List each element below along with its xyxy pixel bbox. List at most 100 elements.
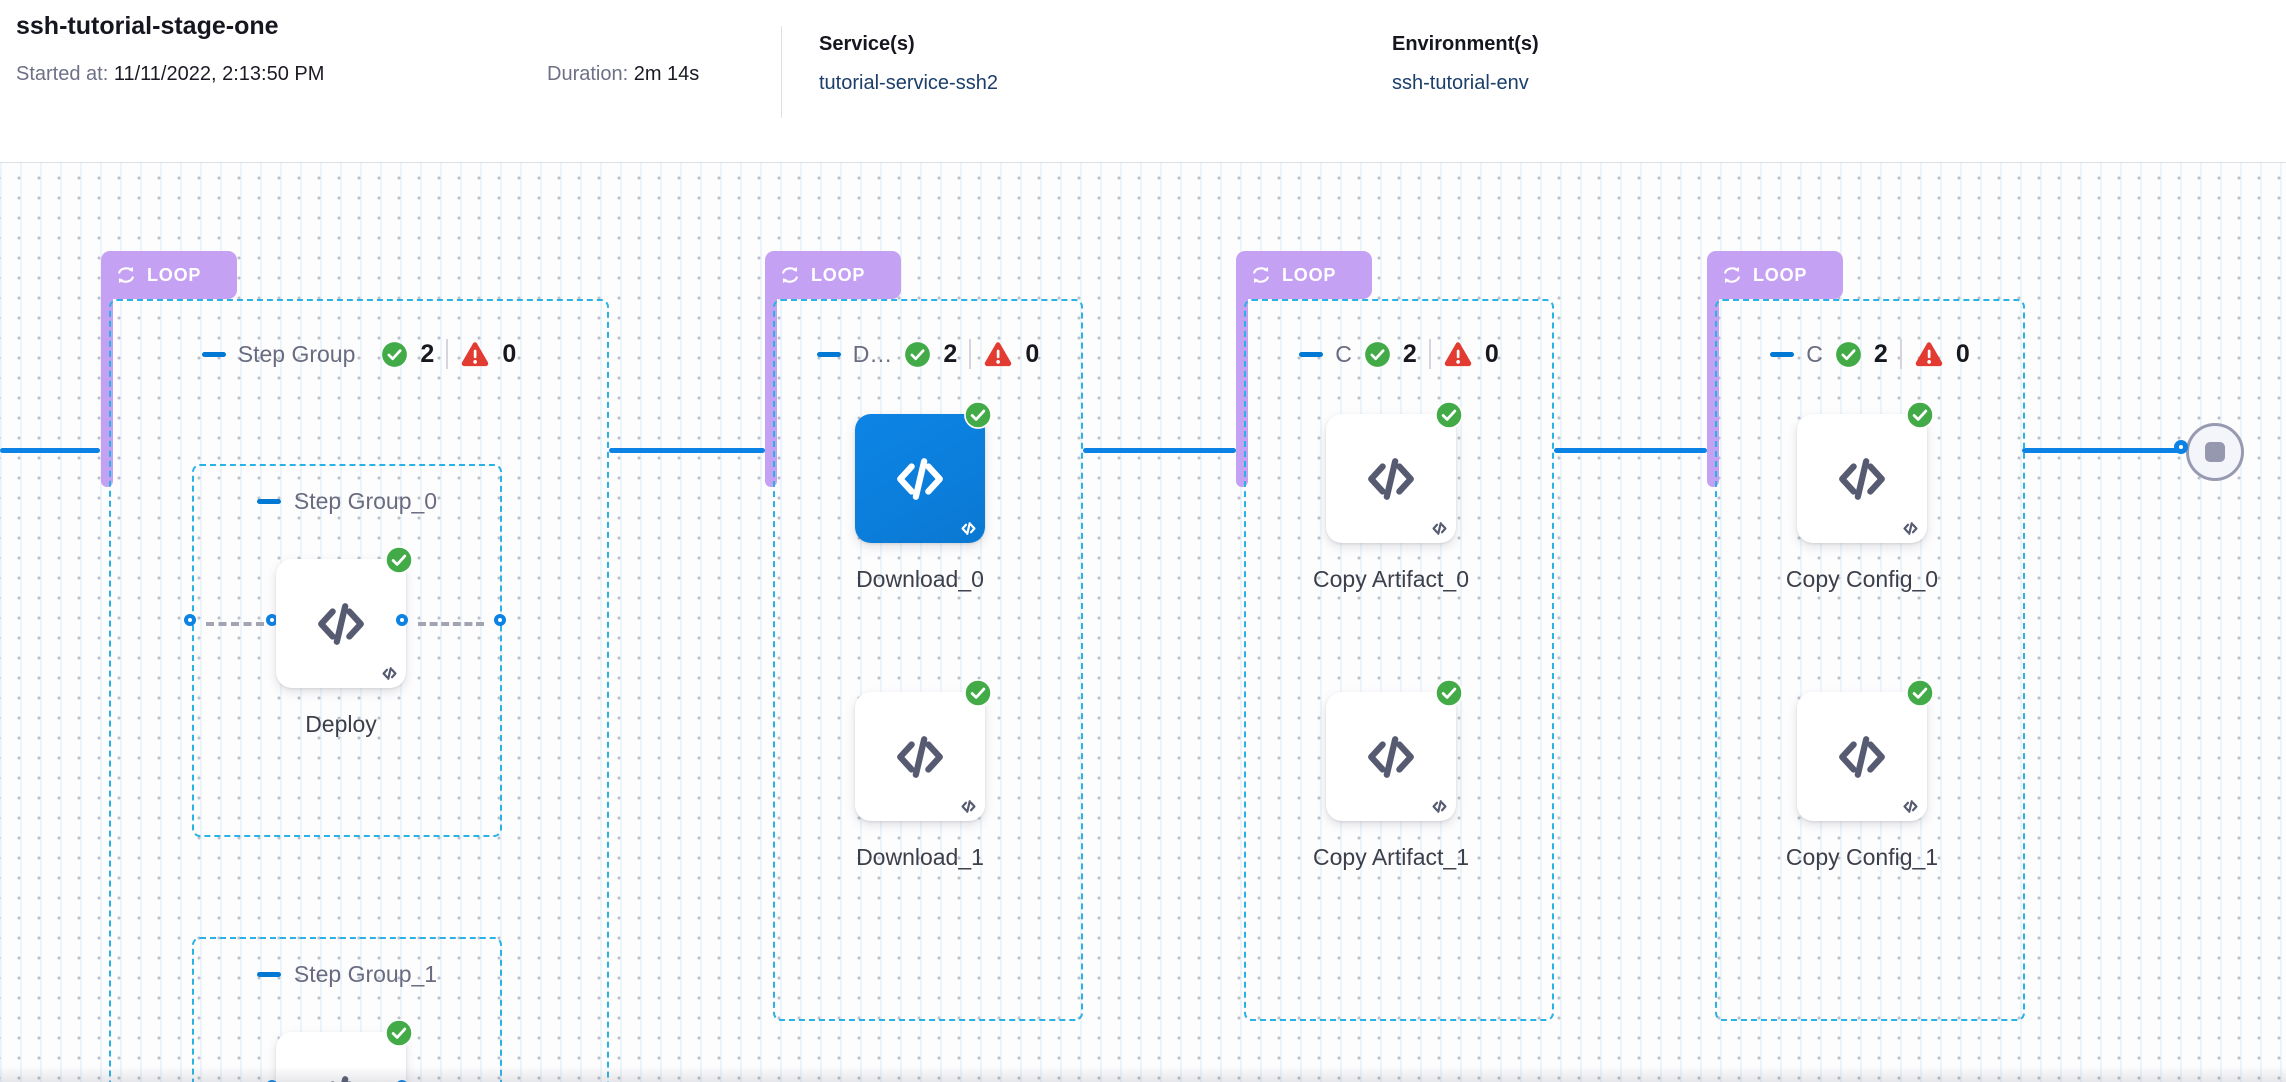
connector-port[interactable] — [266, 1080, 278, 1082]
step-card[interactable] — [1326, 679, 1463, 821]
step-card[interactable] — [1797, 679, 1934, 821]
step-card[interactable] — [1797, 401, 1934, 543]
dashed-connector — [418, 622, 484, 626]
step-node-copy-config-0[interactable]: Copy Config_0 — [1786, 401, 1938, 592]
step-label: Copy Config_1 — [1785, 844, 1939, 870]
step-type-icon — [1432, 521, 1447, 536]
warning-icon — [460, 341, 490, 368]
step-node[interactable] — [276, 1019, 413, 1082]
connector-port[interactable] — [184, 614, 196, 626]
connector-port[interactable] — [2174, 440, 2188, 454]
pipeline-canvas[interactable]: LOOP LOOP LOOP LOOP Step Gro — [0, 163, 2286, 1082]
started-at: Started at: 11/11/2022, 2:13:50 PM — [16, 63, 324, 86]
loop-badge-label: LOOP — [1753, 264, 1808, 285]
collapse-icon[interactable] — [1770, 351, 1795, 357]
collapse-icon[interactable] — [201, 351, 226, 357]
group-title: Step Group — [237, 340, 356, 367]
group-title: C — [1806, 340, 1823, 367]
step-card[interactable] — [1326, 401, 1463, 543]
environments-label: Environment(s) — [1392, 33, 1539, 55]
step-node-copy-artifact-1[interactable]: Copy Artifact_1 — [1313, 679, 1469, 870]
flow-line — [1554, 448, 1707, 453]
failed-count: 0 — [1484, 339, 1499, 368]
inner-group-header: Step Group_1 — [194, 959, 500, 989]
success-count: 2 — [943, 339, 958, 368]
step-card-selected[interactable] — [855, 401, 992, 543]
group-title: C — [1335, 340, 1352, 367]
step-label: Copy Config_0 — [1785, 566, 1939, 592]
step-card[interactable] — [855, 679, 992, 821]
loop-icon — [1249, 263, 1273, 287]
step-node-download-0[interactable]: Download_0 — [855, 401, 992, 592]
loop-badge: LOOP — [1236, 251, 1372, 299]
step-type-icon — [1432, 799, 1447, 814]
loop-badge: LOOP — [101, 251, 237, 299]
connector-port[interactable] — [396, 1080, 408, 1082]
failed-count: 0 — [1955, 339, 1970, 368]
success-check-icon — [1835, 341, 1862, 368]
step-card[interactable] — [276, 546, 413, 688]
group-header: Step Group 2 0 — [111, 339, 607, 369]
step-type-icon — [961, 799, 976, 814]
header-divider — [781, 26, 782, 118]
collapse-icon[interactable] — [256, 498, 281, 504]
code-icon — [897, 735, 943, 778]
collapse-icon[interactable] — [1299, 351, 1324, 357]
loop-badge: LOOP — [765, 251, 901, 299]
failed-count: 0 — [502, 339, 517, 368]
stage-title: ssh-tutorial-stage-one — [16, 12, 279, 40]
loop-icon — [1720, 263, 1744, 287]
group-title: D… — [852, 340, 893, 367]
step-label: Download_1 — [856, 844, 984, 870]
inner-group-header: Step Group_0 — [194, 486, 500, 516]
loop-icon — [778, 263, 802, 287]
loop-badge-label: LOOP — [147, 264, 202, 285]
warning-icon — [1914, 341, 1944, 368]
connector-port[interactable] — [494, 614, 506, 626]
success-check-icon — [385, 546, 413, 574]
step-card[interactable] — [276, 1019, 413, 1082]
stop-square-icon — [2205, 442, 2225, 462]
step-node-copy-config-1[interactable]: Copy Config_1 — [1786, 679, 1938, 870]
step-label: Copy Artifact_0 — [1313, 566, 1469, 592]
inner-step-group-1: Step Group_1 — [192, 937, 502, 1082]
connector-port[interactable] — [396, 614, 408, 626]
code-icon — [1839, 457, 1885, 500]
copy-config-group-container: C 2 0 — [1715, 299, 2025, 1021]
success-check-icon — [1906, 679, 1934, 707]
success-count: 2 — [420, 339, 435, 368]
collapse-icon[interactable] — [816, 351, 841, 357]
download-group-container: D… 2 0 — [773, 299, 1083, 1021]
collapse-icon[interactable] — [256, 971, 281, 977]
started-at-value: 11/11/2022, 2:13:50 PM — [113, 63, 325, 85]
step-node-copy-artifact-0[interactable]: Copy Artifact_0 — [1313, 401, 1469, 592]
flow-line — [609, 448, 765, 453]
flow-line — [1083, 448, 1236, 453]
count-divider — [1899, 339, 1902, 369]
stage-end-node[interactable] — [2186, 423, 2244, 481]
success-check-icon — [1906, 401, 1934, 429]
success-check-icon — [1364, 341, 1391, 368]
service-link[interactable]: tutorial-service-ssh2 — [819, 72, 998, 94]
success-check-icon — [381, 341, 408, 368]
step-label: Deploy — [305, 711, 377, 737]
environment-link[interactable]: ssh-tutorial-env — [1392, 72, 1529, 94]
code-icon — [897, 457, 943, 500]
step-node-download-1[interactable]: Download_1 — [855, 679, 992, 870]
group-header: D… 2 0 — [775, 339, 1081, 369]
step-label: Download_0 — [856, 566, 984, 592]
inner-group-title: Step Group_0 — [293, 487, 438, 514]
code-icon — [1839, 735, 1885, 778]
code-icon — [1368, 735, 1414, 778]
loop-badge-label: LOOP — [811, 264, 866, 285]
step-node-deploy[interactable]: Deploy — [276, 546, 413, 737]
failed-count: 0 — [1025, 339, 1040, 368]
copy-artifact-group-container: C 2 0 — [1244, 299, 1554, 1021]
group-header: C 2 0 — [1246, 339, 1552, 369]
inner-step-group-0: Step Group_0 Deploy — [184, 464, 506, 837]
step-type-icon — [1903, 521, 1918, 536]
count-divider — [1428, 339, 1431, 369]
success-count: 2 — [1402, 339, 1417, 368]
warning-icon — [1443, 341, 1473, 368]
